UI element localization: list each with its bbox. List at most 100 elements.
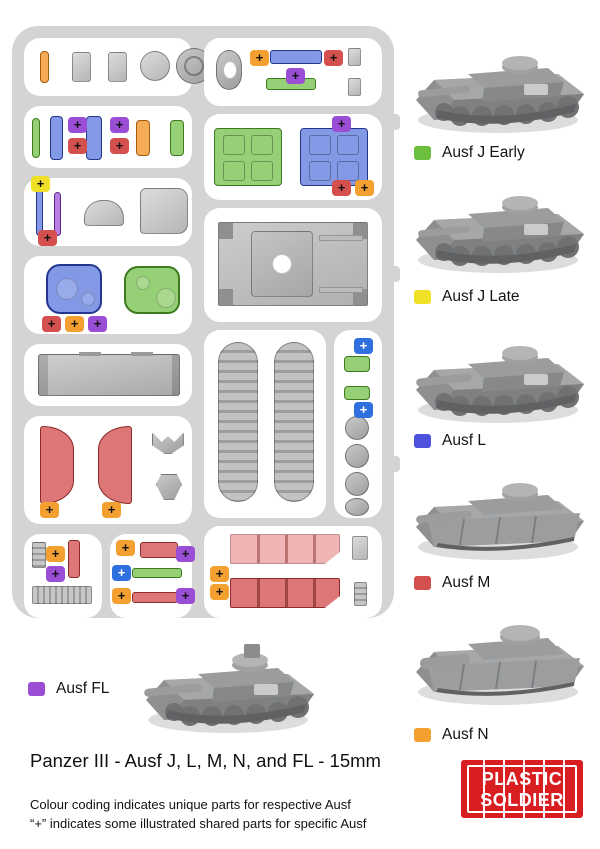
plus-badge-yellow: + [31, 176, 50, 192]
part-schurzen-right [98, 426, 132, 504]
plastic-soldier-logo: PLASTIC SOLDIER [461, 760, 583, 818]
sprue-frame: + + + + + + + + + [12, 26, 400, 618]
part-rod-purple [54, 192, 61, 236]
legend-label: Ausf N [442, 726, 489, 743]
part-road-wheel-2 [345, 444, 369, 468]
part-grey-can-a [348, 48, 361, 66]
sprue-cell-turrets: + + + [24, 256, 192, 334]
note-colour-coding: Colour coding indicates unique parts for… [30, 797, 351, 812]
part-barrel-orange [136, 120, 150, 156]
part-schurzen-left [40, 426, 74, 504]
part-grey-block-b [108, 52, 127, 82]
swatch-green-icon [414, 146, 431, 160]
legend-label: Ausf J Late [442, 288, 520, 305]
plus-badge-purple: + [110, 117, 129, 133]
sprue-cell-hull-sides: + + [204, 526, 382, 618]
swatch-orange-icon [414, 728, 431, 742]
part-green-chunk-b [344, 386, 370, 400]
sprue-cell-hatches: + + + [204, 38, 382, 106]
legend-item-ausf-j-late[interactable]: Ausf J Late [414, 288, 520, 306]
part-mantlet-small [84, 200, 124, 226]
part-barrel-blue-a [50, 116, 63, 160]
legend-label: Ausf M [442, 574, 491, 591]
plus-badge-purple: + [286, 68, 305, 84]
part-grey-fitting-a [152, 432, 184, 454]
legend-item-ausf-j-early[interactable]: Ausf J Early [414, 144, 525, 162]
part-green-chunk-a [344, 356, 370, 372]
plus-badge-orange: + [355, 180, 374, 196]
part-road-wheel-4 [345, 498, 369, 516]
plus-badge-orange: + [116, 540, 135, 556]
plus-badge-orange: + [112, 588, 131, 604]
plus-badge-blue: + [112, 565, 131, 581]
plus-badge-red: + [38, 230, 57, 246]
legend-item-ausf-m[interactable]: Ausf M [414, 574, 490, 592]
legend-item-ausf-n[interactable]: Ausf N [414, 726, 489, 744]
sprue-nub [390, 114, 400, 130]
part-track-links [32, 586, 92, 604]
sprue-cell-tools: + + + + + [110, 534, 195, 618]
part-grey-stack [32, 542, 46, 568]
part-red-jack [68, 540, 80, 578]
tank-render-ausf-j-early [398, 28, 594, 140]
part-grey-plate [352, 536, 368, 560]
legend-label: Ausf FL [56, 680, 110, 697]
plus-badge-blue: + [354, 338, 373, 354]
logo-border [467, 765, 577, 813]
part-tool-red-a [140, 542, 178, 558]
swatch-purple-icon [28, 682, 45, 696]
part-hull-side-red [230, 578, 340, 608]
tank-render-ausf-n [398, 600, 594, 712]
page-title: Panzer III - Ausf J, L, M, N, and FL - 1… [30, 750, 381, 771]
sprue-cell-detail-parts: + + [24, 534, 102, 618]
part-tool-green [132, 568, 182, 578]
part-grey-disc [140, 51, 170, 81]
plus-badge-orange: + [65, 316, 84, 332]
tank-render-ausf-l [398, 318, 594, 430]
plus-badge-orange: + [210, 566, 229, 582]
part-rod-blue [36, 188, 43, 236]
logo-line-1: PLASTIC [481, 769, 563, 789]
legend-item-ausf-fl[interactable]: Ausf FL [28, 680, 109, 698]
swatch-red-icon [414, 576, 431, 590]
part-turret-blue [46, 264, 102, 314]
plus-badge-orange: + [102, 502, 121, 518]
sprue-cell-track-runs [204, 330, 326, 518]
sprue-cell-schurzen: + + [24, 416, 192, 524]
part-shield-large [140, 188, 188, 234]
plus-badge-purple: + [68, 117, 87, 133]
part-barrel-green-thin [32, 118, 40, 158]
part-grey-block-a [72, 52, 91, 82]
legend-label: Ausf J Early [442, 144, 525, 161]
logo-sprue-lines [461, 760, 583, 818]
swatch-yellow-icon [414, 290, 431, 304]
part-engine-deck-green [214, 128, 282, 186]
plus-badge-purple: + [176, 588, 195, 604]
part-tool-red-b [132, 592, 178, 603]
tank-render-ausf-fl [128, 628, 324, 740]
part-road-wheel-3 [345, 472, 369, 496]
plus-badge-orange: + [250, 50, 269, 66]
part-barrel-green [170, 120, 184, 156]
plus-badge-red: + [110, 138, 129, 154]
part-blue-strip [270, 50, 322, 64]
part-grey-links [354, 582, 367, 606]
plus-badge-red: + [332, 180, 351, 196]
sprue-nub [390, 266, 400, 282]
plus-badge-red: + [42, 316, 61, 332]
sprue-cell-engine-decks: + + + [204, 114, 382, 200]
plus-badge-blue: + [354, 402, 373, 418]
part-grey-fitting-b [156, 474, 182, 500]
plus-badge-purple: + [46, 566, 65, 582]
part-hull-top [218, 222, 368, 306]
logo-line-2: SOLDIER [480, 790, 564, 810]
part-barrel-blue-b [86, 116, 102, 160]
sprue-cell-gun-barrels: + + + + [24, 106, 192, 168]
part-turret-green [124, 266, 180, 314]
plus-badge-orange: + [210, 584, 229, 600]
swatch-blue-icon [414, 434, 431, 448]
legend-item-ausf-l[interactable]: Ausf L [414, 432, 486, 450]
part-hull-side-pink [230, 534, 340, 564]
sprue-cell-mantlets: + + [24, 176, 192, 246]
part-grey-ring [216, 50, 242, 90]
